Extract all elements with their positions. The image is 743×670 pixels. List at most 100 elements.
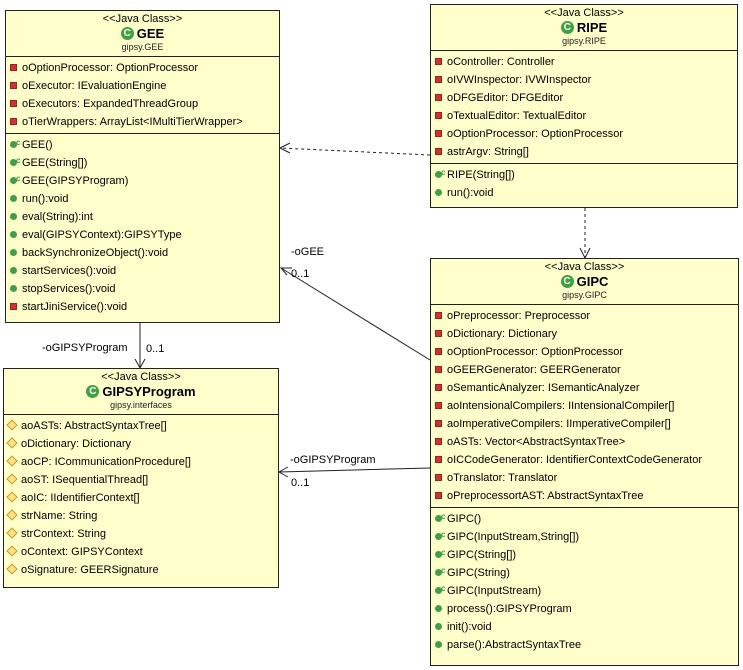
attribute-row[interactable]: oSignature: GEERSignature xyxy=(4,561,278,579)
attributes-section: oOptionProcessor: OptionProcessor oExecut… xyxy=(6,56,279,133)
member-text: oTierWrappers: ArrayList<IMultiTierWrapp… xyxy=(22,116,243,128)
attribute-row[interactable]: oController: Controller xyxy=(431,53,737,71)
attributes-section: aoASTs: AbstractSyntaxTree[] oDictionary:… xyxy=(4,414,278,581)
methods-section: RIPE(String[])run():void xyxy=(431,163,737,204)
package-name: gipsy.GIPC xyxy=(562,290,607,300)
member-text: aoASTs: AbstractSyntaxTree[] xyxy=(21,420,167,432)
constructor-row[interactable]: GEE(GIPSYProgram) xyxy=(6,170,279,190)
constructor-row[interactable]: GIPC() xyxy=(431,508,738,528)
attribute-row[interactable]: oSemanticAnalyzer: ISemanticAnalyzer xyxy=(431,379,738,397)
gipc-gee-role-label: -oGEE xyxy=(291,246,325,258)
attribute-row[interactable]: oICCodeGenerator: IdentifierContextCodeG… xyxy=(431,451,738,469)
constructor-row[interactable]: GIPC(String) xyxy=(431,562,738,582)
attribute-row[interactable]: oOptionProcessor: OptionProcessor xyxy=(431,343,738,361)
method-row[interactable]: backSynchronizeObject():void xyxy=(6,244,279,262)
attribute-row[interactable]: oPreprocessortAST: AbstractSyntaxTree xyxy=(431,487,738,505)
ctor-visibility-icon xyxy=(10,170,20,188)
attribute-row[interactable]: oGEERGenerator: GEERGenerator xyxy=(431,361,738,379)
gee-program-multiplicity-label: 0..1 xyxy=(146,343,165,355)
private-visibility-icon xyxy=(435,111,442,119)
private-visibility-icon xyxy=(435,401,442,409)
attribute-row[interactable]: oExecutor: IEvaluationEngine xyxy=(6,77,279,95)
method-row[interactable]: startServices():void xyxy=(6,262,279,280)
attribute-row[interactable]: aoIntensionalCompilers: IIntensionalComp… xyxy=(431,397,738,415)
constructor-row[interactable]: GIPC(InputStream) xyxy=(431,580,738,600)
attribute-row[interactable]: oContext: GIPSYContext xyxy=(4,543,278,561)
private-visibility-icon xyxy=(435,329,442,337)
attribute-row[interactable]: aoIC: IIdentifierContext[] xyxy=(4,489,278,507)
attribute-row[interactable]: aoImperativeCompilers: IImperativeCompil… xyxy=(431,415,738,433)
attribute-row[interactable]: oTextualEditor: TextualEditor xyxy=(431,107,737,125)
member-text: oPreprocessor: Preprocessor xyxy=(447,310,591,322)
attribute-row[interactable]: oDFGEditor: DFGEditor xyxy=(431,89,737,107)
attribute-row[interactable]: oOptionProcessor: OptionProcessor xyxy=(6,59,279,77)
member-text: oDictionary: Dictionary xyxy=(447,328,558,340)
private-visibility-icon xyxy=(435,455,442,463)
private-visibility-icon xyxy=(435,473,442,481)
attribute-row[interactable]: oASTs: Vector<AbstractSyntaxTree> xyxy=(431,433,738,451)
attribute-row[interactable]: oIVWInspector: IVWInspector xyxy=(431,71,737,89)
attribute-row[interactable]: oTierWrappers: ArrayList<IMultiTierWrapp… xyxy=(6,113,279,131)
member-text: oController: Controller xyxy=(447,56,555,68)
member-text: aoIC: IIdentifierContext[] xyxy=(21,492,140,504)
method-row[interactable]: init():void xyxy=(431,618,738,636)
private-visibility-icon xyxy=(435,365,442,373)
public-visibility-icon xyxy=(10,212,17,220)
member-text: oDFGEditor: DFGEditor xyxy=(447,92,564,104)
attributes-section: oPreprocessor: Preprocessor oDictionary: … xyxy=(431,304,738,507)
method-row[interactable]: parse():AbstractSyntaxTree xyxy=(431,636,738,654)
private-visibility-icon xyxy=(435,147,442,155)
method-row[interactable]: eval(String):int xyxy=(6,208,279,226)
member-text: eval(GIPSYContext):GIPSYType xyxy=(22,229,182,241)
private-visibility-icon xyxy=(435,383,442,391)
public-visibility-icon xyxy=(435,622,442,630)
attribute-row[interactable]: oDictionary: Dictionary xyxy=(4,435,278,453)
attribute-row[interactable]: oDictionary: Dictionary xyxy=(431,325,738,343)
attribute-row[interactable]: aoCP: ICommunicationProcedure[] xyxy=(4,453,278,471)
attribute-row[interactable]: oTranslator: Translator xyxy=(431,469,738,487)
private-visibility-icon xyxy=(10,99,17,107)
private-visibility-icon xyxy=(10,63,17,71)
package-name: gipsy.GEE xyxy=(121,42,164,52)
ctor-visibility-icon xyxy=(435,508,445,526)
attribute-row[interactable]: aoASTs: AbstractSyntaxTree[] xyxy=(4,417,278,435)
method-row[interactable]: stopServices():void xyxy=(6,280,279,298)
attribute-row[interactable]: aoST: ISequentialThread[] xyxy=(4,471,278,489)
attribute-row[interactable]: strContext: String xyxy=(4,525,278,543)
method-row[interactable]: process():GIPSYProgram xyxy=(431,600,738,618)
attribute-row[interactable]: oPreprocessor: Preprocessor xyxy=(431,307,738,325)
attribute-row[interactable]: oOptionProcessor: OptionProcessor xyxy=(431,125,737,143)
stereotype-label: <<Java Class>> xyxy=(544,261,625,273)
attribute-row[interactable]: strName: String xyxy=(4,507,278,525)
constructor-row[interactable]: GIPC(String[]) xyxy=(431,544,738,564)
method-row[interactable]: run():void xyxy=(431,184,737,202)
protected-visibility-icon xyxy=(6,455,18,467)
public-visibility-icon xyxy=(10,284,17,292)
gipc-to-program-association xyxy=(278,467,431,473)
class-name: GIPC xyxy=(576,274,609,289)
member-text: aoImperativeCompilers: IImperativeCompil… xyxy=(447,418,671,430)
member-text: oOptionProcessor: OptionProcessor xyxy=(447,346,624,358)
stereotype-label: <<Java Class>> xyxy=(544,7,624,19)
member-text: oOptionProcessor: OptionProcessor xyxy=(22,62,199,74)
constructor-row[interactable]: GEE(String[]) xyxy=(6,152,279,172)
member-text: eval(String):int xyxy=(22,211,93,223)
method-row[interactable]: eval(GIPSYContext):GIPSYType xyxy=(6,226,279,244)
gipc-to-gee-association xyxy=(280,267,431,361)
public-visibility-icon xyxy=(435,188,442,196)
method-row[interactable]: run():void xyxy=(6,190,279,208)
constructor-row[interactable]: GIPC(InputStream,String[]) xyxy=(431,526,738,546)
member-text: strName: String xyxy=(21,510,98,522)
attribute-row[interactable]: oExecutors: ExpandedThreadGroup xyxy=(6,95,279,113)
constructor-row[interactable]: RIPE(String[]) xyxy=(431,164,737,184)
member-text: GEE() xyxy=(22,139,53,151)
attribute-row[interactable]: astrArgv: String[] xyxy=(431,143,737,161)
member-text: GIPC(String[]) xyxy=(447,549,517,561)
method-row[interactable]: startJiniService():void xyxy=(6,298,279,316)
constructor-row[interactable]: GEE() xyxy=(6,134,279,154)
